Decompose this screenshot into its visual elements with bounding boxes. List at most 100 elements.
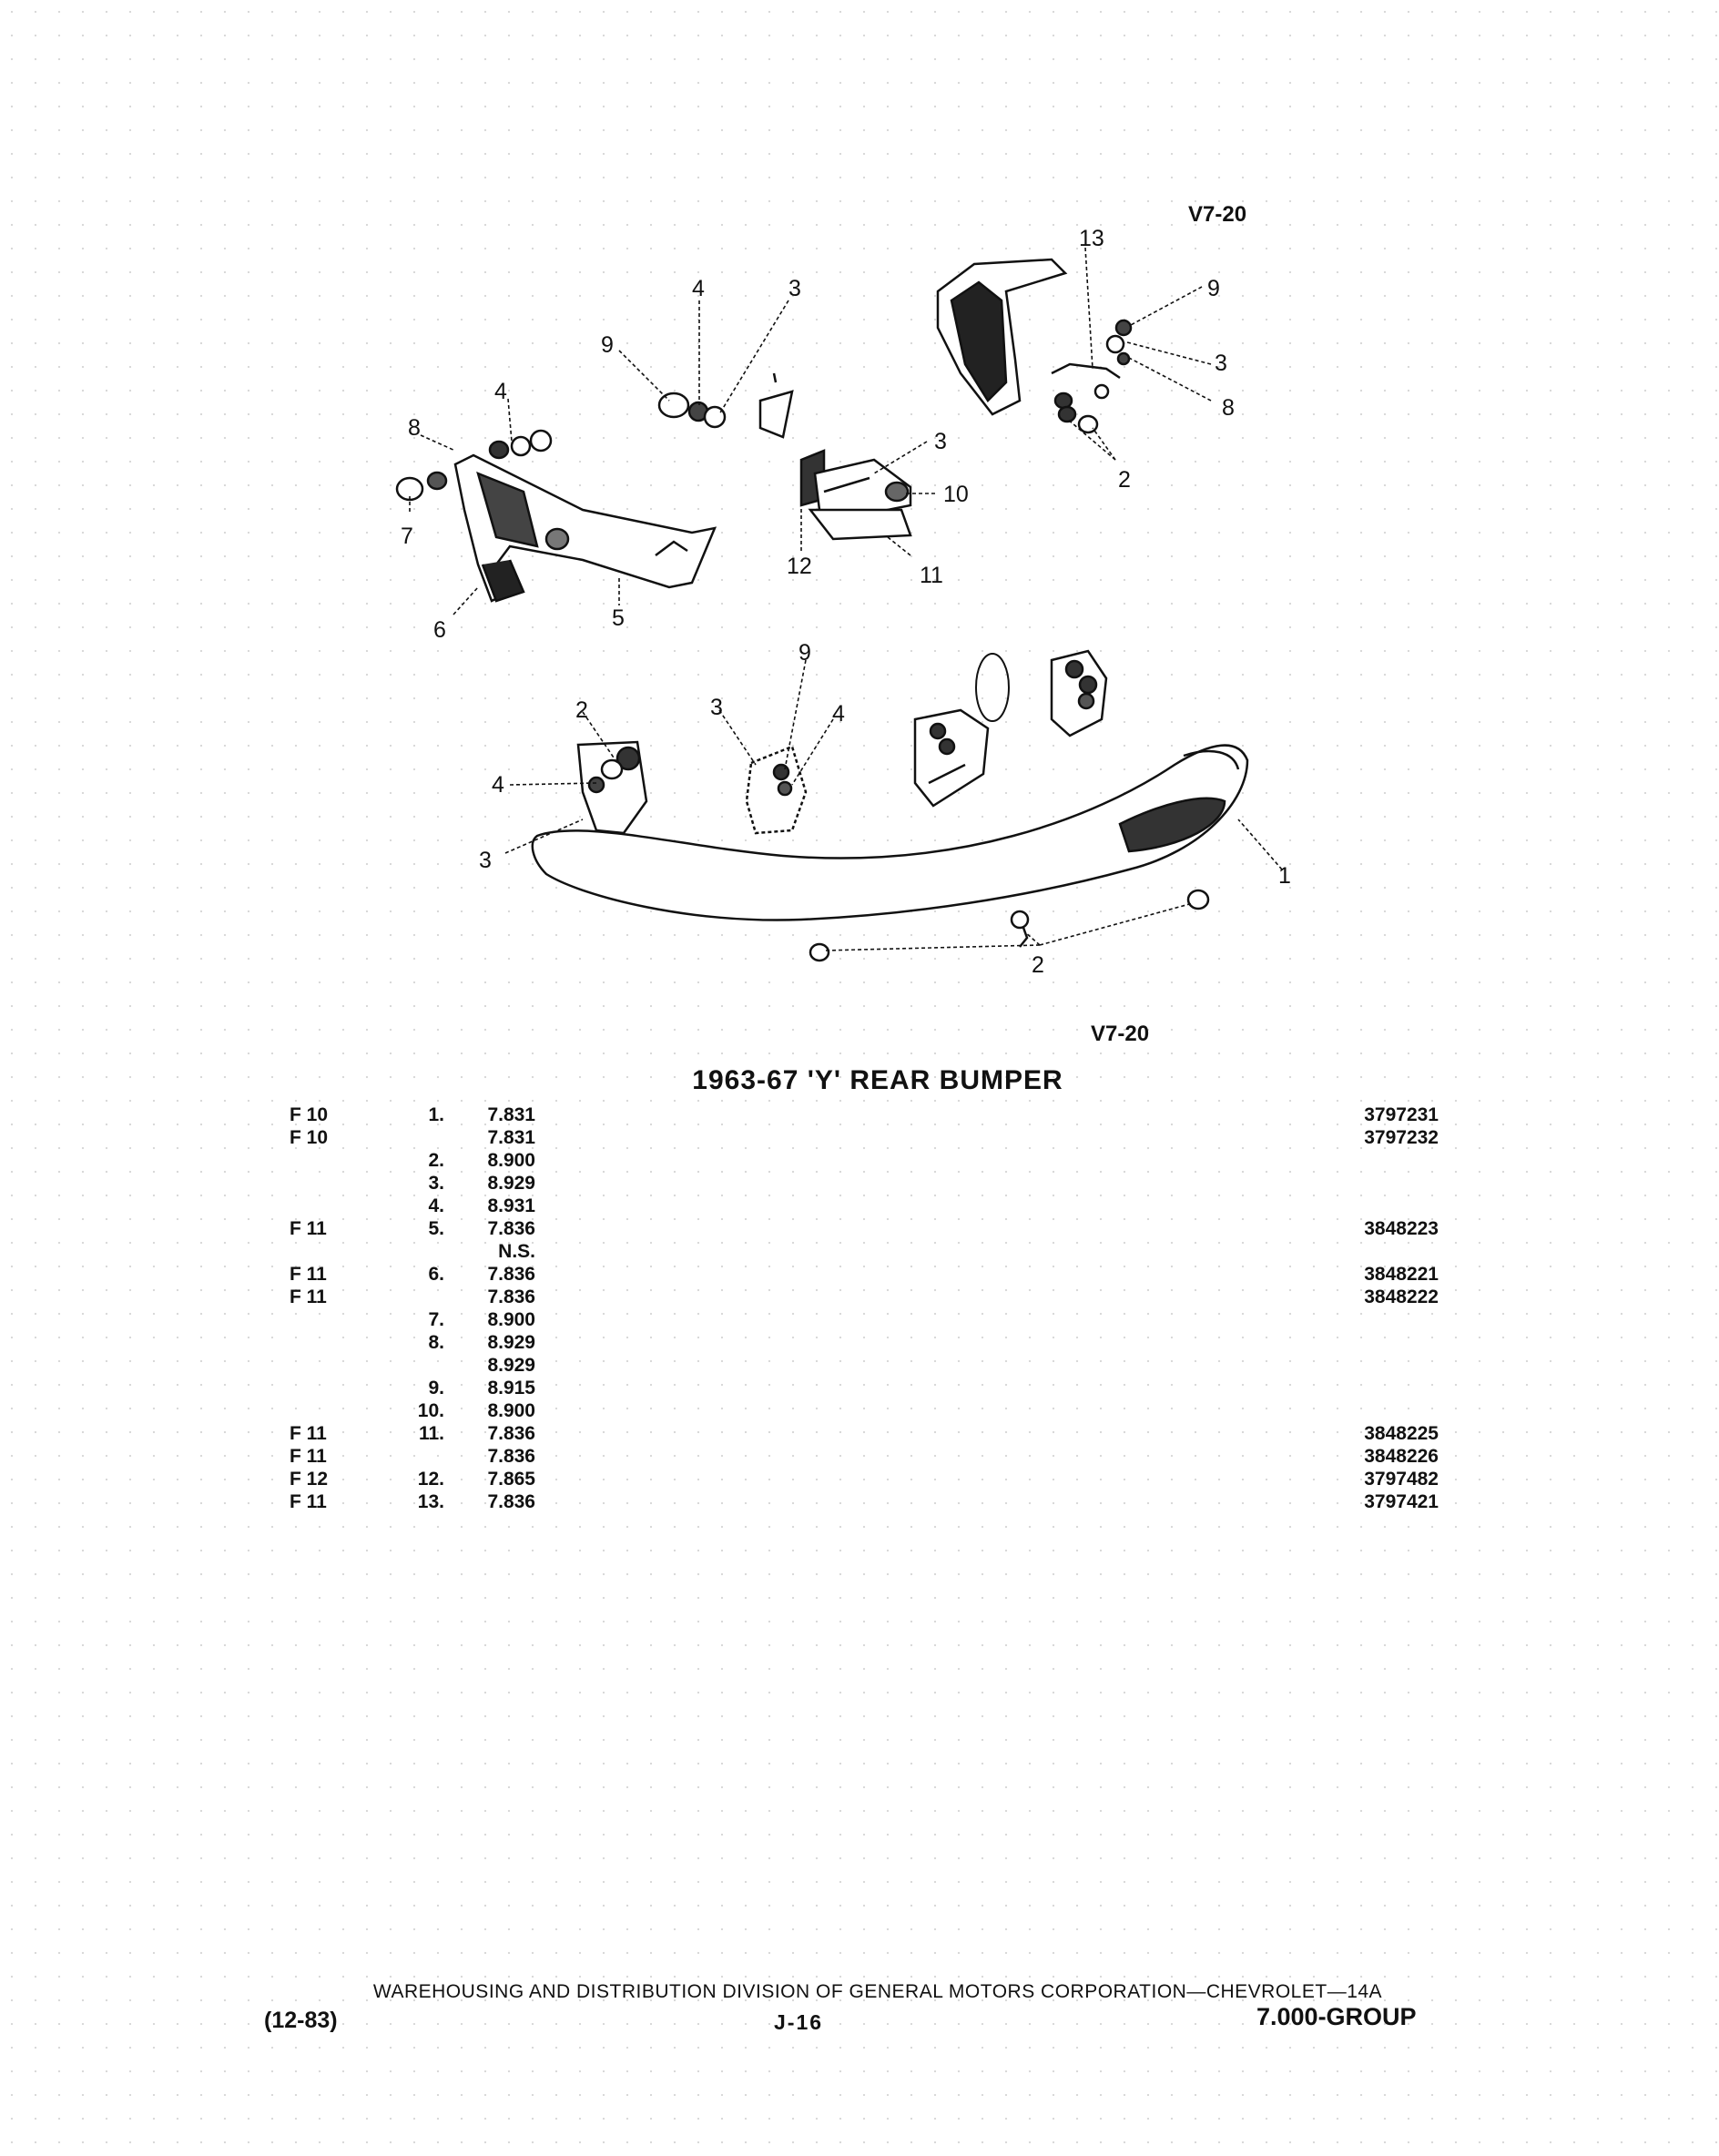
figure-ref: F 11 [290,1264,327,1285]
diagram-labels: V7-20 V7-20 4 3 9 4 8 7 6 5 3 10 12 11 1… [401,202,1291,1046]
parts-row: F 107.831BAR ...........................… [290,1126,1439,1149]
item-number: 2. [428,1150,444,1171]
callout: 5 [612,605,625,631]
item-number: 4. [428,1195,444,1216]
group-number: 8.900 [487,1150,535,1171]
item-number: 7. [428,1309,444,1330]
callout: 3 [710,695,723,720]
item-number: 13. [417,1491,444,1512]
group-number: 8.929 [487,1332,535,1353]
figure-ref: F 11 [290,1286,327,1307]
bumper-brace-lower-middle [745,745,808,835]
group-number: 7.836 [487,1218,535,1239]
group-number: 7.836 [487,1446,535,1467]
group-number: 8.931 [487,1195,535,1216]
bumper-brace-lower-left [576,740,648,835]
figure-ref: F 11 [290,1446,327,1467]
group-number: 7.836 [487,1264,535,1285]
parts-row: 3.8.929WASHER (7/16") ..................… [290,1172,1437,1195]
callout: 6 [433,617,446,643]
parts-row: 9.8.915NUT (7/16"-14) ..................… [290,1377,1437,1399]
callout: 2 [1032,952,1044,978]
group-number: N.S. [498,1241,535,1262]
callout: 2 [1118,467,1131,493]
callout: 13 [1079,226,1104,251]
callout: 12 [787,554,812,579]
callout: 3 [479,848,492,873]
callout: 11 [920,563,943,588]
group-number: 7.836 [487,1423,535,1444]
parts-list: F 101.7.831BAR .........................… [290,1103,1439,1513]
callout: 9 [798,640,811,666]
callout: 4 [492,772,504,798]
part-number: 3797231 [1364,1104,1439,1125]
callout: 3 [788,276,801,301]
parts-row: N.S.BRACE ..............................… [290,1240,1437,1263]
figure-ref: F 11 [290,1218,327,1239]
callout: 2 [575,697,588,723]
parts-row: F 116.7.836BRACE .......................… [290,1263,1439,1286]
figure-ref: F 11 [290,1491,327,1512]
group-number: 7.831 [487,1127,535,1148]
item-number: 9. [428,1378,444,1398]
callout: 8 [1222,395,1235,421]
bumper-brace-lower-right [913,649,1108,808]
group-number: 8.915 [487,1378,535,1398]
group-number: 7.831 [487,1104,535,1125]
diagram-code-bottom: V7-20 [1091,1022,1149,1046]
group-number: 7.865 [487,1469,535,1490]
callout: 3 [1215,351,1227,376]
parts-row: 8.929WASHER ............................… [290,1354,1437,1377]
group-number: 8.900 [487,1400,535,1421]
figure-ref: F 12 [290,1469,329,1490]
group-number: 7.836 [487,1286,535,1307]
section-title: 1963-67 'Y' REAR BUMPER [692,1065,1063,1095]
part-number: 3848225 [1364,1423,1439,1444]
parts-row: 4.8.931WASHER, Lock (7/16") ............… [290,1195,1437,1217]
callout: 1 [1278,863,1291,889]
callout: 3 [934,429,947,454]
group-number: 7.836 [487,1491,535,1512]
callout: 10 [943,482,969,507]
part-number: 3797421 [1364,1491,1439,1512]
item-number: 1. [428,1104,444,1125]
figure-ref: F 11 [290,1423,327,1444]
callout: 4 [494,379,507,404]
callout: 4 [832,701,845,727]
group-number: 8.929 [487,1173,535,1194]
item-number: 8. [428,1332,444,1353]
brace-assembly-left [395,429,717,603]
parts-row: F 115.7.836BRACE .......................… [290,1217,1439,1240]
item-number: 12. [417,1469,444,1490]
callout: 4 [692,276,705,301]
part-number: 3797482 [1364,1469,1439,1490]
item-number: 3. [428,1173,444,1194]
item-number: 11. [418,1423,444,1444]
callout: 7 [401,524,413,549]
part-number: 3848222 [1364,1286,1439,1307]
parts-row: 8.8.929WASHER ..........................… [290,1331,1437,1354]
footer-group: 7.000-GROUP [1256,2003,1417,2030]
item-number: 10. [417,1400,444,1421]
part-number: 3848223 [1364,1218,1439,1239]
parts-row: F 117.836BRACE .........................… [290,1445,1439,1468]
footer-division: WAREHOUSING AND DISTRIBUTION DIVISION OF… [372,1981,1383,2002]
part-number: 3848221 [1364,1264,1439,1285]
item-number: 5. [428,1218,444,1239]
group-number: 8.929 [487,1355,535,1376]
item-number: 6. [428,1264,444,1285]
footer-page-number: J-16 [774,2010,824,2034]
parts-row: F 101.7.831BAR .........................… [290,1103,1439,1126]
callout: 9 [1207,276,1220,301]
parts-row: 2.8.900BOLT (7/16"-14 x 1 1/4") ........… [290,1149,1437,1172]
diagram-code-top: V7-20 [1188,202,1246,227]
part-number: 3848226 [1364,1446,1439,1467]
figure-ref: F 10 [290,1127,329,1148]
exploded-parts-diagram: V7-20 V7-20 4 3 9 4 8 7 6 5 3 10 12 11 1… [395,202,1291,1046]
footer-date: (12-83) [264,2008,338,2033]
group-number: 8.900 [487,1309,535,1330]
bracket-assembly-middle [799,449,912,541]
